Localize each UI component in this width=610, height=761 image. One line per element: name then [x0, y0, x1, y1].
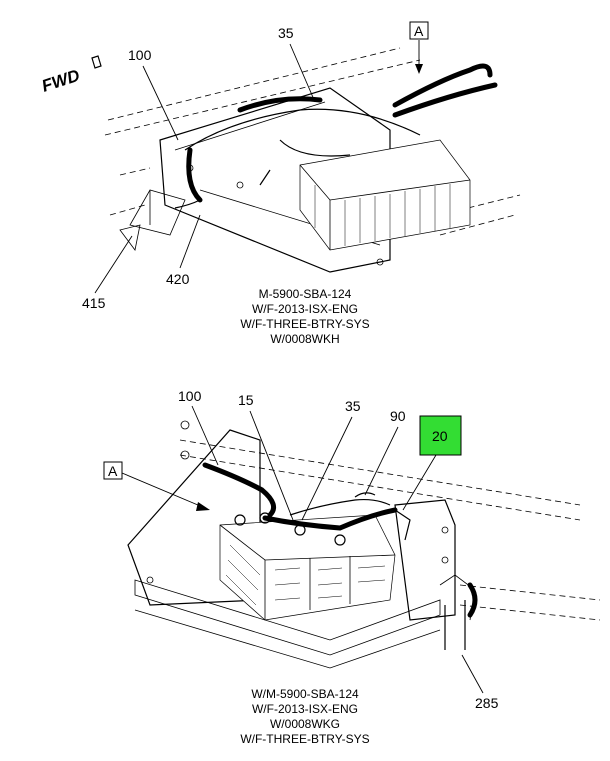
- top-illustration: FWD: [39, 21, 521, 346]
- battery-box-bracket: [159, 87, 391, 273]
- caption-bottom-line-3: W/0008WKG: [270, 717, 340, 731]
- fwd-arrow-icon: [91, 55, 102, 69]
- callout-a-bottom: A: [108, 463, 118, 479]
- caption-bottom-line-1: W/M-5900-SBA-124: [251, 687, 359, 701]
- callout-20: 20: [432, 428, 448, 444]
- callout-285: 285: [475, 695, 499, 711]
- callout-20-highlight-box: [419, 415, 462, 456]
- battery-tray: [134, 579, 441, 656]
- callout-415: 415: [82, 295, 106, 311]
- view-marker-a-top: [409, 21, 429, 40]
- callout-35-bottom: 35: [345, 398, 361, 414]
- caption-top-line-4: W/0008WKH: [270, 332, 339, 346]
- battery-group-bottom: [219, 512, 396, 621]
- battery-group-top: [299, 139, 471, 251]
- caption-bottom-line-2: W/F-2013-ISX-ENG: [252, 702, 358, 716]
- cable-100: [202, 462, 277, 518]
- cable-15: [262, 507, 398, 531]
- arrow-down-icon: [415, 64, 423, 74]
- callout-100-bottom: 100: [178, 388, 202, 404]
- callout-35-top: 35: [278, 25, 294, 41]
- caption-bottom-line-4: W/F-THREE-BTRY-SYS: [240, 732, 369, 746]
- caption-top-line-2: W/F-2013-ISX-ENG: [252, 302, 358, 316]
- callout-90: 90: [390, 408, 406, 424]
- arrow-right-icon: [196, 502, 210, 511]
- bottom-illustration: 100 15 35 90 20 A 285 W/M-5900-SBA-124 W…: [103, 388, 601, 746]
- callout-420: 420: [166, 271, 190, 287]
- view-marker-a-bottom: [103, 461, 123, 480]
- callout-100-top: 100: [128, 47, 152, 63]
- caption-top-line-1: M-5900-SBA-124: [259, 287, 352, 301]
- harness-loom-top: [392, 63, 493, 108]
- cable-90: [354, 492, 376, 498]
- caption-top-line-3: W/F-THREE-BTRY-SYS: [240, 317, 369, 331]
- callout-15: 15: [238, 392, 254, 408]
- callout-a-top: A: [414, 23, 424, 39]
- fwd-label: FWD: [39, 66, 82, 96]
